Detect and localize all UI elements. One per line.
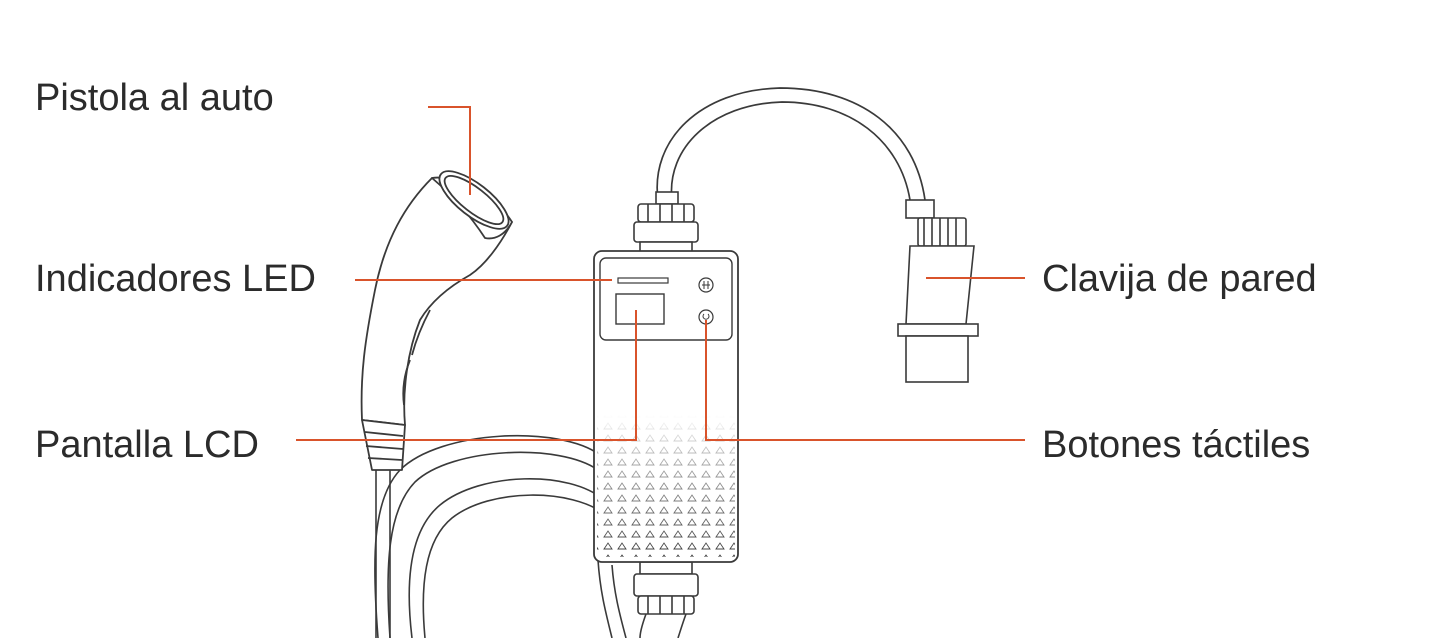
- gun-cable: [375, 470, 391, 638]
- leader-botones: [705, 320, 1025, 441]
- control-box: [593, 250, 739, 563]
- leader-lcd: [296, 310, 637, 441]
- label-indicadores-led: Indicadores LED: [35, 258, 316, 300]
- leader-lines: [296, 106, 1025, 441]
- bottom-gland: [633, 561, 699, 638]
- upper-cable: [656, 87, 926, 201]
- wall-plug: [897, 199, 979, 383]
- label-clavija: Clavija de pared: [1042, 258, 1317, 300]
- label-pantalla-lcd: Pantalla LCD: [35, 424, 259, 466]
- label-botones: Botones táctiles: [1042, 424, 1311, 466]
- top-gland: [633, 191, 699, 253]
- charging-gun: [360, 170, 513, 471]
- leader-pistola: [428, 106, 471, 195]
- label-pistola: Pistola al auto: [35, 77, 274, 119]
- coiled-cable: [374, 434, 627, 638]
